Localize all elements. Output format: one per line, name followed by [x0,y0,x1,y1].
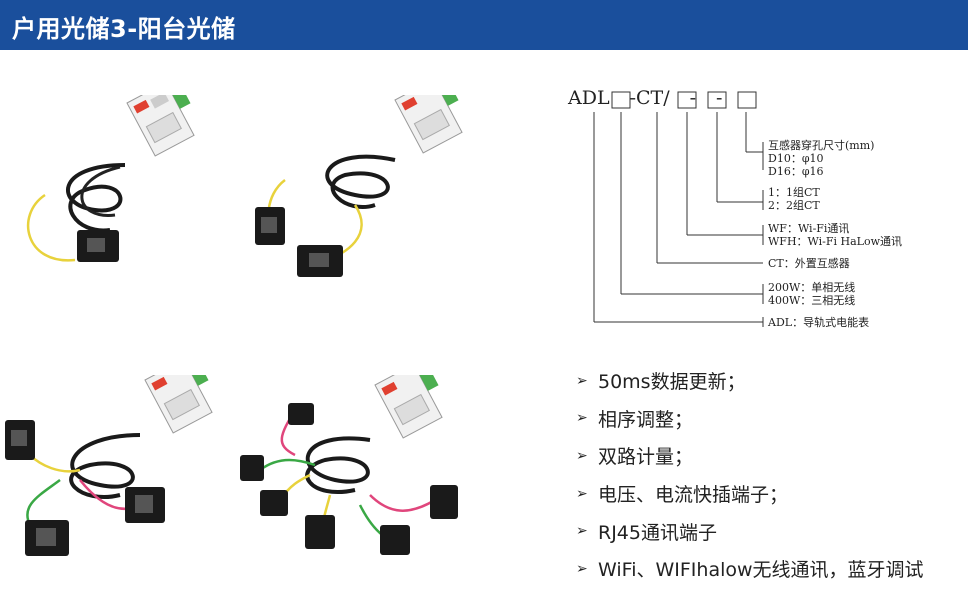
label-wfh: WFH：Wi-Fi HaLow通讯 [768,235,903,248]
product-photo-3 [0,375,230,565]
label-group-1: 1：1组CT [768,186,820,199]
label-adl: ADL：导轨式电能表 [768,316,870,329]
list-item: ➢电压、电流快插端子； [576,484,789,507]
model-sep-3: - [716,87,723,109]
label-aperture-title: 互感器穿孔尺寸(mm) [768,139,875,152]
product-photo-2 [245,95,465,295]
model-code: ADL-CT/-- [568,87,722,109]
label-aperture-d10: D10：φ10 [768,152,824,165]
list-item: ➢双路计量； [576,446,694,469]
model-code-diagram: ADL-CT/-- 互感器穿孔尺寸(mm) D10：φ10 D16：φ16 1：… [560,82,960,342]
arrow-right-icon: ➢ [576,485,588,502]
model-prefix: ADL [568,87,610,109]
list-item: ➢50ms数据更新； [576,371,746,394]
list-item: ➢WiFi、WIFIhalow无线通讯，蓝牙调试 [576,559,924,582]
label-group-2: 2：2组CT [768,199,820,212]
model-sep-ct: -CT/ [629,87,670,109]
arrow-right-icon: ➢ [576,410,588,427]
model-sep-2: - [689,87,697,109]
list-item: ➢RJ45通讯端子 [576,521,717,544]
arrow-right-icon: ➢ [576,523,588,540]
arrow-right-icon: ➢ [576,372,588,389]
product-photo-4 [240,375,470,575]
list-item: ➢相序调整； [576,408,694,431]
page-title: 户用光储3-阳台光储 [12,15,236,43]
label-400w: 400W：三相无线 [768,294,856,307]
label-ct: CT：外置互感器 [768,257,850,270]
diagram-lines [593,91,764,327]
label-aperture-d16: D16：φ16 [768,165,824,178]
label-200w: 200W：单相无线 [768,281,856,294]
title-bar: 户用光储3-阳台光储 [0,0,968,50]
product-photo-1 [15,95,225,275]
label-wf: WF：Wi-Fi通讯 [768,222,850,235]
arrow-right-icon: ➢ [576,560,588,577]
feature-list: ➢50ms数据更新； ➢相序调整； ➢双路计量； ➢电压、电流快插端子； ➢RJ… [576,362,968,588]
arrow-right-icon: ➢ [576,447,588,464]
